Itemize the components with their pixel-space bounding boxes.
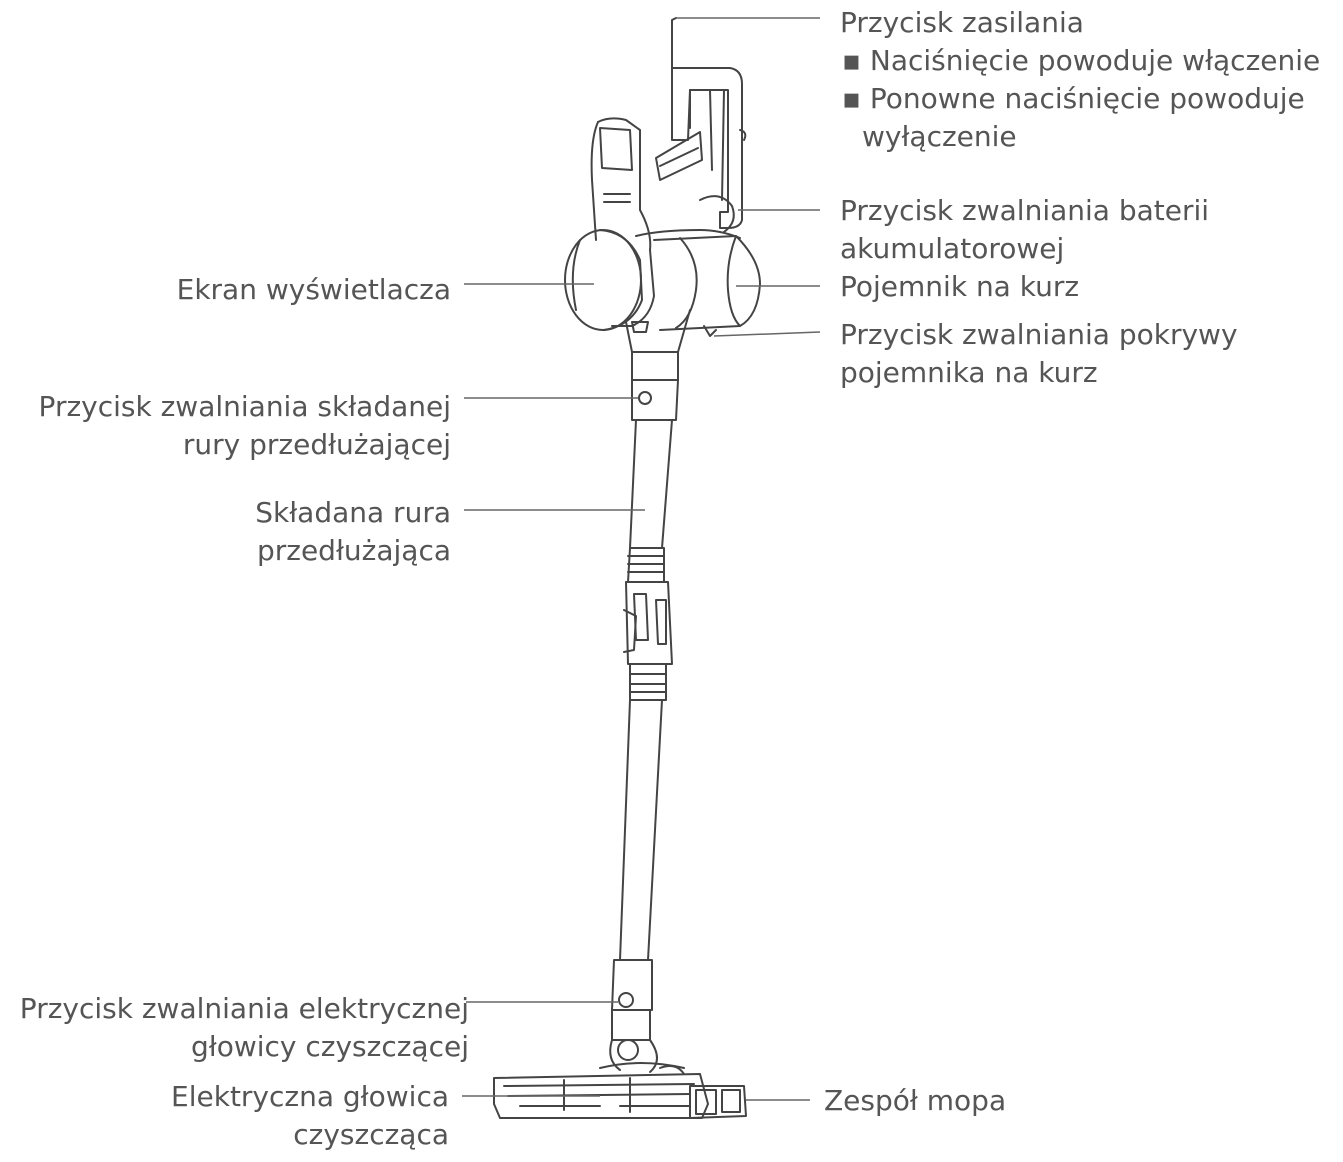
label-dust-lid-line-1: Przycisk zwalniania pokrywy [840, 318, 1238, 351]
label-power-bullet-2-text: Ponowne naciśnięcie powoduje [869, 82, 1305, 115]
label-head-release-line-2: głowicy czyszczącej [190, 1030, 469, 1063]
label-tube-release-line-2: rury przedłużającej [182, 428, 451, 461]
label-battery-release-line-2: akumulatorowej [840, 232, 1065, 265]
label-mop: Zespół mopa [824, 1082, 1006, 1120]
neck [625, 309, 691, 421]
label-battery-release-line-1: Przycisk zwalniania baterii [840, 194, 1210, 227]
label-power-bullet-3: wyłączenie [862, 118, 1017, 156]
label-dust-lid-line-2: pojemnika na kurz [840, 356, 1098, 389]
label-display-line-1: Ekran wyświetlacza [176, 273, 451, 306]
label-dust-bin: Pojemnik na kurz [840, 268, 1079, 306]
label-battery-release: Przycisk zwalniania baterii akumulatorow… [840, 192, 1209, 268]
upper-tube [627, 419, 673, 583]
fold-joint [623, 581, 673, 701]
label-tube-release-line-1: Przycisk zwalniania składanej [38, 390, 451, 423]
label-power-bullet-1-text: Naciśnięcie powoduje włączenie [869, 44, 1321, 77]
bullet-dot-icon: ▪ [842, 82, 861, 115]
label-head-release-line-1: Przycisk zwalniania elektrycznej [19, 992, 469, 1025]
motor-body [590, 117, 741, 327]
label-power-button: Przycisk zasilania [840, 4, 1084, 42]
label-head-release: Przycisk zwalniania elektrycznej głowicy… [20, 990, 469, 1066]
bullet-dot-icon: ▪ [842, 44, 861, 77]
label-brush-head-line-2: czyszcząca [293, 1118, 449, 1151]
label-power-bullet-2: ▪ Ponowne naciśnięcie powoduje [842, 80, 1305, 118]
label-power-bullet-3-text: wyłączenie [862, 120, 1017, 153]
lower-tube [611, 699, 663, 1041]
handle [655, 17, 747, 229]
label-display: Ekran wyświetlacza [177, 271, 451, 309]
label-mop-line-1: Zespół mopa [824, 1084, 1007, 1117]
leader-dust-lid [713, 331, 821, 337]
leader-lines [462, 17, 821, 1101]
dust-bin-body [653, 235, 761, 337]
mop-body [689, 1085, 747, 1119]
label-power-bullet-1: ▪ Naciśnięcie powoduje włączenie [842, 42, 1320, 80]
label-power-title: Przycisk zasilania [840, 6, 1084, 39]
label-tube-release: Przycisk zwalniania składanej rury przed… [39, 388, 451, 464]
label-brush-head-line-1: Elektryczna głowica [171, 1080, 449, 1113]
label-dust-lid-release: Przycisk zwalniania pokrywy pojemnika na… [840, 316, 1238, 392]
label-folding-tube: Składana rura przedłużająca [255, 494, 451, 570]
brush-head-body [493, 1039, 709, 1119]
display-body [564, 229, 643, 331]
label-folding-tube-line-1: Składana rura [255, 496, 451, 529]
label-folding-tube-line-2: przedłużająca [256, 534, 451, 567]
label-dust-bin-line-1: Pojemnik na kurz [840, 270, 1080, 303]
vacuum-drawing [493, 17, 761, 1119]
label-brush-head: Elektryczna głowica czyszcząca [171, 1078, 449, 1154]
